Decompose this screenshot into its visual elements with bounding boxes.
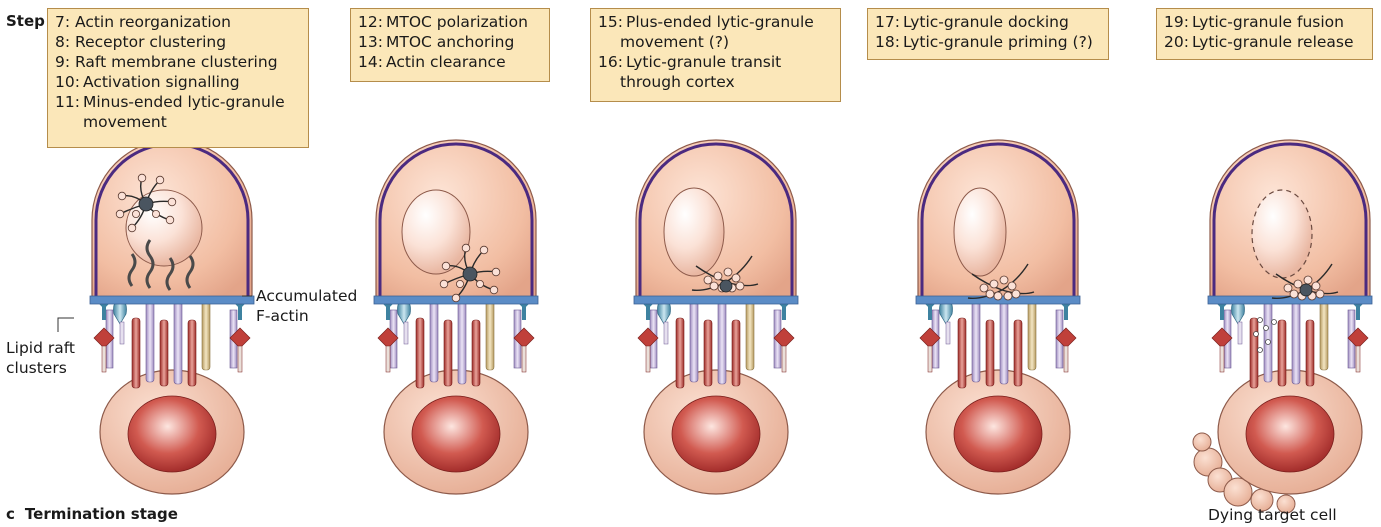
step-line: 8:Receptor clustering: [55, 32, 301, 52]
step-number: 8:: [55, 32, 75, 52]
step-text: Lytic-granule release: [1192, 32, 1365, 52]
step-number: 7:: [55, 12, 75, 32]
step-line: 9:Raft membrane clustering: [55, 52, 301, 72]
panel-granule-transit: [634, 140, 798, 494]
step-line: through cortex: [598, 72, 833, 92]
step-number: 13:: [358, 32, 386, 52]
step-line: movement (?): [598, 32, 833, 52]
section-letter: c: [6, 505, 15, 523]
factin-label: F-actin: [256, 306, 309, 326]
section-heading: c Termination stage: [6, 505, 178, 523]
fused-nucleus: [1252, 190, 1312, 278]
step-number: 9:: [55, 52, 75, 72]
step-line: 11:Minus-ended lytic-granule: [55, 92, 301, 112]
panel-actin-reorganization: [90, 140, 254, 494]
step-text: Minus-ended lytic-granule: [83, 92, 301, 112]
step-line: 14:Actin clearance: [358, 52, 542, 72]
section-title: Termination stage: [25, 505, 178, 523]
panel-granule-docking: [916, 140, 1080, 494]
step-text: Receptor clustering: [75, 32, 301, 52]
accumulated-label: Accumulated: [256, 286, 357, 306]
step-number: 11:: [55, 92, 83, 112]
step-line: 17:Lytic-granule docking: [875, 12, 1101, 32]
step-line: 18:Lytic-granule priming (?): [875, 32, 1101, 52]
lipid-raft-leader: [58, 318, 74, 332]
step-text: Plus-ended lytic-granule: [626, 12, 833, 32]
step-line: 7:Actin reorganization: [55, 12, 301, 32]
dying-target-label: Dying target cell: [1208, 505, 1337, 525]
step-number: 18:: [875, 32, 903, 52]
step-line: 12:MTOC polarization: [358, 12, 542, 32]
step-line: 16:Lytic-granule transit: [598, 52, 833, 72]
step-text: Activation signalling: [83, 72, 301, 92]
step-number: 10:: [55, 72, 83, 92]
step-number: 15:: [598, 12, 626, 32]
step-label: Step: [6, 12, 45, 30]
step-number: 19:: [1164, 12, 1192, 32]
step-text: Actin reorganization: [75, 12, 301, 32]
step-number: 16:: [598, 52, 626, 72]
panel-mtoc-polarization: [374, 140, 538, 494]
step-text: Lytic-granule fusion: [1192, 12, 1365, 32]
step-line: 10:Activation signalling: [55, 72, 301, 92]
panel-granule-fusion: [1193, 140, 1372, 513]
step-text: Lytic-granule docking: [903, 12, 1101, 32]
step-line: 15:Plus-ended lytic-granule: [598, 12, 833, 32]
step-text: Lytic-granule transit: [626, 52, 833, 72]
step-line: movement: [55, 112, 301, 132]
step-number: 20:: [1164, 32, 1192, 52]
step-number: 12:: [358, 12, 386, 32]
step-text: Actin clearance: [386, 52, 542, 72]
step-number: 14:: [358, 52, 386, 72]
step-text: Raft membrane clustering: [75, 52, 301, 72]
lipid-raft-label: Lipid raft: [6, 338, 75, 358]
nucleus: [664, 188, 724, 276]
step-line: 19:Lytic-granule fusion: [1164, 12, 1365, 32]
step-number: 17:: [875, 12, 903, 32]
step-text: MTOC anchoring: [386, 32, 542, 52]
nucleus: [954, 188, 1006, 276]
step-text: MTOC polarization: [386, 12, 542, 32]
step-line: 13:MTOC anchoring: [358, 32, 542, 52]
clusters-label: clusters: [6, 358, 67, 378]
step-line: 20:Lytic-granule release: [1164, 32, 1365, 52]
step-text: Lytic-granule priming (?): [903, 32, 1101, 52]
nucleus: [402, 190, 470, 274]
